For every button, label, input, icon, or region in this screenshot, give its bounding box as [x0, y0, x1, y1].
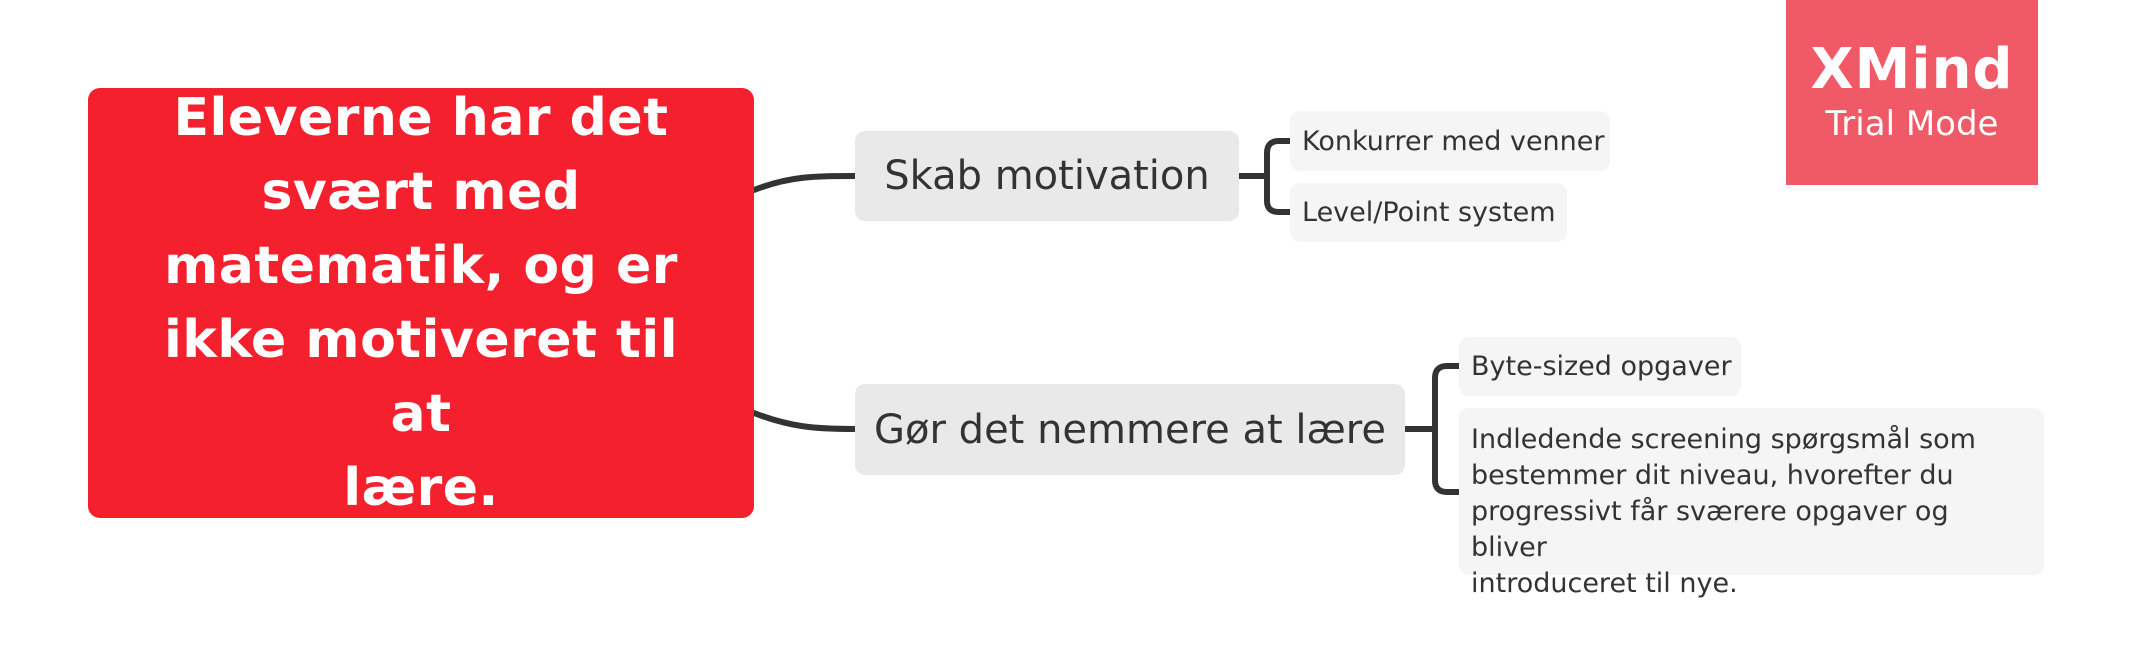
subtopic-label-line: introduceret til nye. [1471, 568, 1738, 599]
subtopic-label: Indledende screening spørgsmål som beste… [1471, 422, 2032, 602]
subtopic-label-line: Indledende screening spørgsmål som [1471, 424, 1976, 455]
central-topic-line: Eleverne har det [173, 88, 669, 148]
central-topic-line: matematik, og er [164, 236, 678, 296]
subtopic-label: Konkurrer med venner [1302, 125, 1605, 157]
subtopic-indledende-screening[interactable]: Indledende screening spørgsmål som beste… [1459, 408, 2044, 599]
topic-label: Skab motivation [884, 153, 1210, 199]
topic-goer-det-nemmere-at-laere[interactable]: Gør det nemmere at lære [855, 384, 1405, 475]
central-topic[interactable]: Eleverne har det svært med matematik, og… [88, 88, 754, 518]
subtopic-label: Byte-sized opgaver [1471, 351, 1732, 382]
topic-label: Gør det nemmere at lære [874, 406, 1386, 453]
subtopic-label: Level/Point system [1302, 197, 1556, 228]
connector-skab-motivation-to-subtopics [1236, 138, 1293, 215]
subtopic-label-line: progressivt får sværere opgaver og blive… [1471, 496, 1949, 563]
subtopic-label-line: bestemmer dit niveau, hvorefter du [1471, 460, 1954, 491]
central-topic-text: Eleverne har det svært med matematik, og… [128, 81, 714, 525]
central-topic-line: svært med [261, 162, 581, 222]
connector-goer-det-nemmere-to-subtopics [1402, 363, 1462, 495]
connector-central-to-skab-motivation [751, 173, 858, 193]
subtopic-level-point-system[interactable]: Level/Point system [1290, 183, 1567, 242]
central-topic-line: ikke motiveret til at [163, 310, 679, 444]
central-topic-line: lære. [343, 458, 499, 518]
connector-central-to-goer-det-nemmere [751, 410, 858, 432]
xmind-logo: XMind [1810, 36, 2014, 102]
topic-skab-motivation[interactable]: Skab motivation [855, 131, 1239, 221]
subtopic-konkurrer-med-venner[interactable]: Konkurrer med venner [1290, 111, 1610, 171]
subtopic-byte-sized-opgaver[interactable]: Byte-sized opgaver [1459, 337, 1741, 396]
trial-mode-label: Trial Mode [1825, 103, 1999, 144]
xmind-trial-watermark: XMind Trial Mode [1786, 0, 2038, 185]
